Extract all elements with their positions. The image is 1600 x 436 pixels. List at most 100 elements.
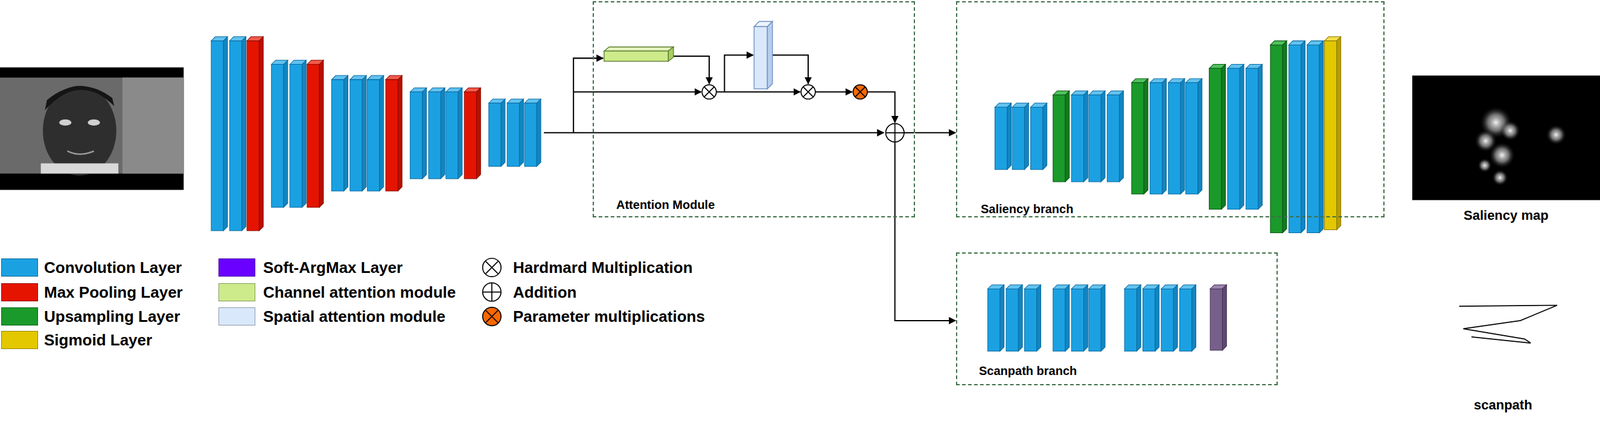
layer-face — [242, 36, 247, 231]
layer-face — [1100, 90, 1106, 182]
layer-face — [1088, 94, 1101, 182]
layer-face — [524, 103, 537, 167]
layer-face — [1143, 288, 1156, 351]
layer-face — [1173, 284, 1178, 352]
layer-face — [1024, 288, 1037, 351]
layer-face — [506, 103, 520, 167]
layer-face — [1083, 90, 1089, 182]
layer-face — [379, 75, 384, 191]
layer-face — [1180, 78, 1185, 194]
layer-face — [362, 75, 367, 191]
legend-label: Soft-ArgMax Layer — [263, 257, 403, 278]
layer-face — [1136, 284, 1141, 352]
layer-face — [283, 60, 288, 208]
module-box: Saliency branch — [956, 1, 1385, 218]
layer-face — [344, 75, 349, 191]
layer-face — [476, 87, 482, 179]
layer-face — [223, 36, 228, 231]
layer-face — [1162, 78, 1167, 194]
layer-face — [307, 64, 320, 208]
legend-label: Upsampling Layer — [44, 306, 180, 326]
flow-arrow — [914, 132, 956, 134]
scanpath-drawing — [1459, 305, 1558, 344]
layer-face — [1324, 41, 1337, 230]
layer-face — [319, 60, 324, 208]
layer-face — [1221, 64, 1226, 210]
layer-face — [1185, 82, 1199, 194]
layer-face — [289, 64, 302, 208]
layer-face — [1336, 36, 1342, 230]
layer-face — [367, 79, 380, 191]
legend-label: Sigmoid Layer — [44, 330, 153, 350]
layer-face — [1227, 68, 1240, 209]
figure-caption: scanpath — [1473, 397, 1533, 413]
layer-face — [422, 87, 427, 179]
legend-symbols — [482, 258, 501, 326]
network-layers — [211, 36, 1342, 352]
layer-face — [1119, 90, 1124, 182]
layer-face — [988, 288, 1001, 351]
layer-face — [211, 41, 224, 231]
layer-face — [1065, 90, 1070, 182]
layer-face — [519, 98, 524, 167]
spatial-attention-block — [753, 21, 772, 90]
layer-face — [440, 87, 445, 179]
layer-face — [1071, 94, 1084, 182]
layer-face — [331, 79, 344, 191]
layer-face — [1208, 68, 1221, 209]
hadamard-symbol — [701, 84, 816, 99]
layer-face — [536, 98, 541, 167]
layer-face — [1149, 82, 1162, 194]
layer-face — [1192, 284, 1197, 352]
module-title: Scanpath branch — [978, 363, 1077, 378]
layer-face — [994, 107, 1007, 170]
layer-face — [1053, 94, 1066, 182]
legend-swatch — [1, 258, 39, 277]
addition-symbol — [886, 123, 905, 142]
legend-label: Spatial attention module — [263, 306, 446, 326]
attention-wiring — [543, 54, 915, 217]
layer-face — [258, 36, 264, 231]
layer-face — [1131, 82, 1144, 194]
layer-face — [246, 41, 259, 231]
legend-label: Hardmard Multiplication — [513, 257, 693, 278]
legend-swatch — [1, 307, 39, 326]
layer-face — [1007, 103, 1012, 170]
layer-face — [1012, 107, 1025, 170]
saliency-map-image — [1412, 75, 1600, 200]
layer-face — [500, 98, 506, 167]
layer-face — [350, 79, 363, 191]
layer-face — [1036, 284, 1042, 352]
layer-face — [1024, 103, 1029, 170]
legend-label: Max Pooling Layer — [44, 282, 183, 302]
layer-face — [301, 60, 306, 208]
channel-attention-block — [604, 47, 674, 62]
legend-swatch — [218, 307, 256, 326]
layer-face — [1053, 288, 1066, 351]
layer-face — [1270, 44, 1283, 233]
layer-face — [464, 91, 477, 179]
layer-face — [1258, 64, 1263, 210]
legend-label: Convolution Layer — [44, 257, 182, 278]
legend-label: Addition — [513, 282, 577, 302]
layer-face — [1143, 78, 1148, 194]
layer-face — [1179, 288, 1192, 351]
layer-face — [410, 91, 423, 179]
layer-face — [1288, 44, 1301, 233]
layer-face — [229, 41, 242, 231]
layer-face — [1071, 288, 1084, 351]
figure-caption: Saliency map — [1463, 207, 1549, 224]
layer-face — [428, 91, 441, 179]
layer-face — [1065, 284, 1070, 352]
layer-face — [1198, 78, 1203, 194]
layer-face — [1006, 288, 1019, 351]
layer-face — [1210, 288, 1223, 350]
layer-face — [1168, 82, 1181, 194]
legend-swatch — [1, 330, 39, 349]
layer-face — [1000, 284, 1005, 352]
layer-face — [1239, 64, 1244, 210]
input-image — [0, 67, 184, 191]
module-box: Attention Module — [592, 1, 915, 218]
module-title: Attention Module — [616, 197, 715, 212]
